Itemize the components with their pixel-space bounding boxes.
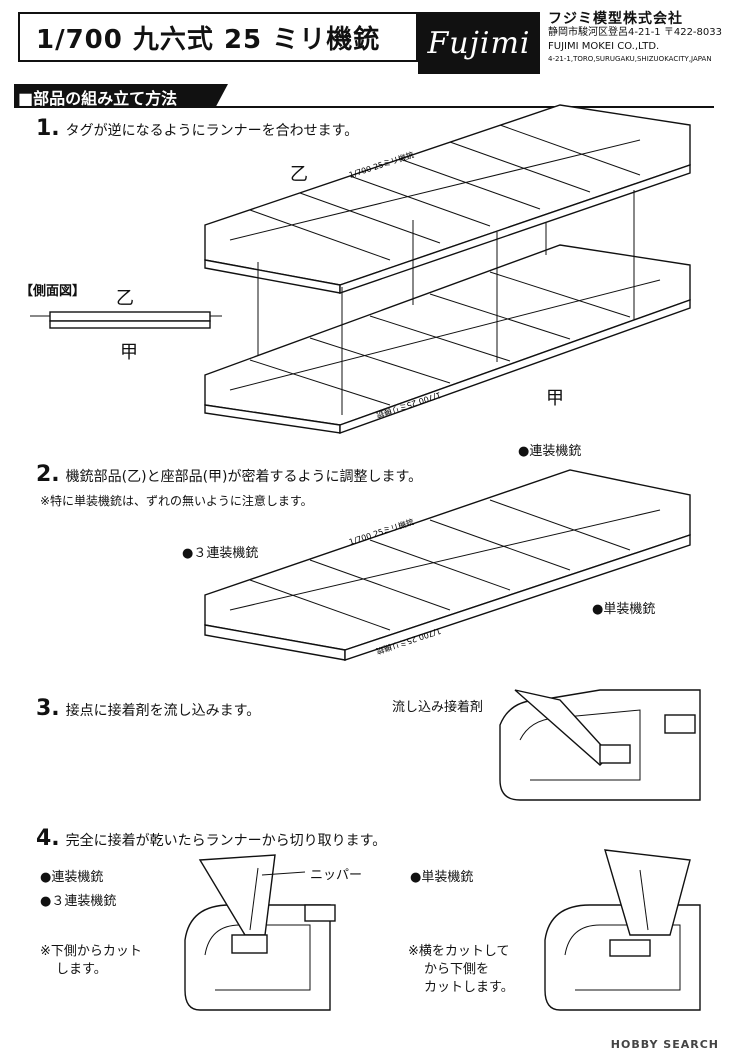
runner-kou (204, 244, 691, 434)
company-address-jp: 静岡市駿河区登呂4-21-1 〒422-8033 (548, 27, 722, 38)
glue-illustration (499, 689, 701, 801)
company-name-en: FUJIMI MOKEI CO.,LTD. (548, 41, 660, 52)
alignment-arrows (257, 190, 635, 415)
section-header: ■部品の組み立て方法 (14, 84, 714, 108)
callout-triple-gun: ●３連装機銃 (182, 546, 259, 561)
callout-twin-gun: ●連装機銃 (518, 444, 582, 459)
step1-label-otsu: 乙 (290, 164, 308, 185)
nipper-pointer-line (261, 871, 306, 876)
watermark: HOBBY SEARCH (610, 1038, 719, 1051)
step4-left-note-line1: ※下側からカット (40, 944, 142, 959)
side-view-otsu: 乙 (116, 288, 134, 309)
company-address-en: 4-21-1,TORO,SURUGAKU,SHIZUOKACITY,JAPAN (548, 55, 712, 63)
company-name: フジミ模型株式会社 (548, 11, 683, 27)
step3-instruction: 3. 接点に接着剤を流し込みます。 (36, 696, 260, 721)
callout-cement: 流し込み接着剤 (392, 700, 484, 715)
step3-text: 接点に接着剤を流し込みます。 (65, 703, 261, 719)
section-title: ■部品の組み立て方法 (18, 89, 178, 108)
step4-instruction: 4. 完全に接着が乾いたらランナーから切り取ります。 (36, 826, 386, 851)
step4-text: 完全に接着が乾いたらランナーから切り取ります。 (65, 833, 387, 849)
step1-label-kou: 甲 (546, 388, 564, 409)
step2-note: ※特に単装機銃は、ずれの無いように注意します。 (40, 494, 313, 508)
nipper-illustration-right (544, 849, 701, 1011)
nipper-illustration-left (184, 854, 336, 1011)
page-title: 1/700 九六式 25 ミリ機銃 (18, 12, 418, 62)
assembled-runner (204, 469, 691, 661)
side-view-label: 【側面図】 (20, 284, 86, 299)
step2-instruction: 2. 機銃部品(乙)と座部品(甲)が密着するように調整します。 (36, 462, 422, 487)
step2-text: 機銃部品(乙)と座部品(甲)が密着するように調整します。 (65, 469, 423, 485)
step1-text: タグが逆になるようにランナーを合わせます。 (65, 123, 359, 139)
step4-right-note-line3: カットします。 (424, 980, 514, 995)
step4-left-item-twin: ●連装機銃 (40, 870, 104, 885)
step4-right-item-single: ●単装機銃 (410, 870, 474, 885)
step1-instruction: 1. タグが逆になるようにランナーを合わせます。 (36, 116, 358, 141)
step4-left-note-line2: します。 (56, 962, 107, 977)
step4-right-note-line1: ※横をカットして (408, 944, 510, 959)
callout-single-gun: ●単装機銃 (592, 602, 656, 617)
company-info: フジミ模型株式会社 静岡市駿河区登呂4-21-1 〒422-8033 FUJIM… (548, 12, 723, 64)
step2-number: 2. (36, 462, 60, 487)
step4-number: 4. (36, 826, 60, 851)
side-view-kou: 甲 (120, 342, 138, 363)
nipper-label: ニッパー (310, 868, 363, 883)
step3-number: 3. (36, 696, 60, 721)
brand-logo: Fujimi (418, 12, 540, 74)
runner-otsu (204, 104, 691, 294)
side-view-diagram (30, 311, 222, 329)
step1-number: 1. (36, 116, 60, 141)
step4-right-note-line2: から下側を (424, 962, 490, 977)
step4-left-item-triple: ●３連装機銃 (40, 894, 117, 909)
